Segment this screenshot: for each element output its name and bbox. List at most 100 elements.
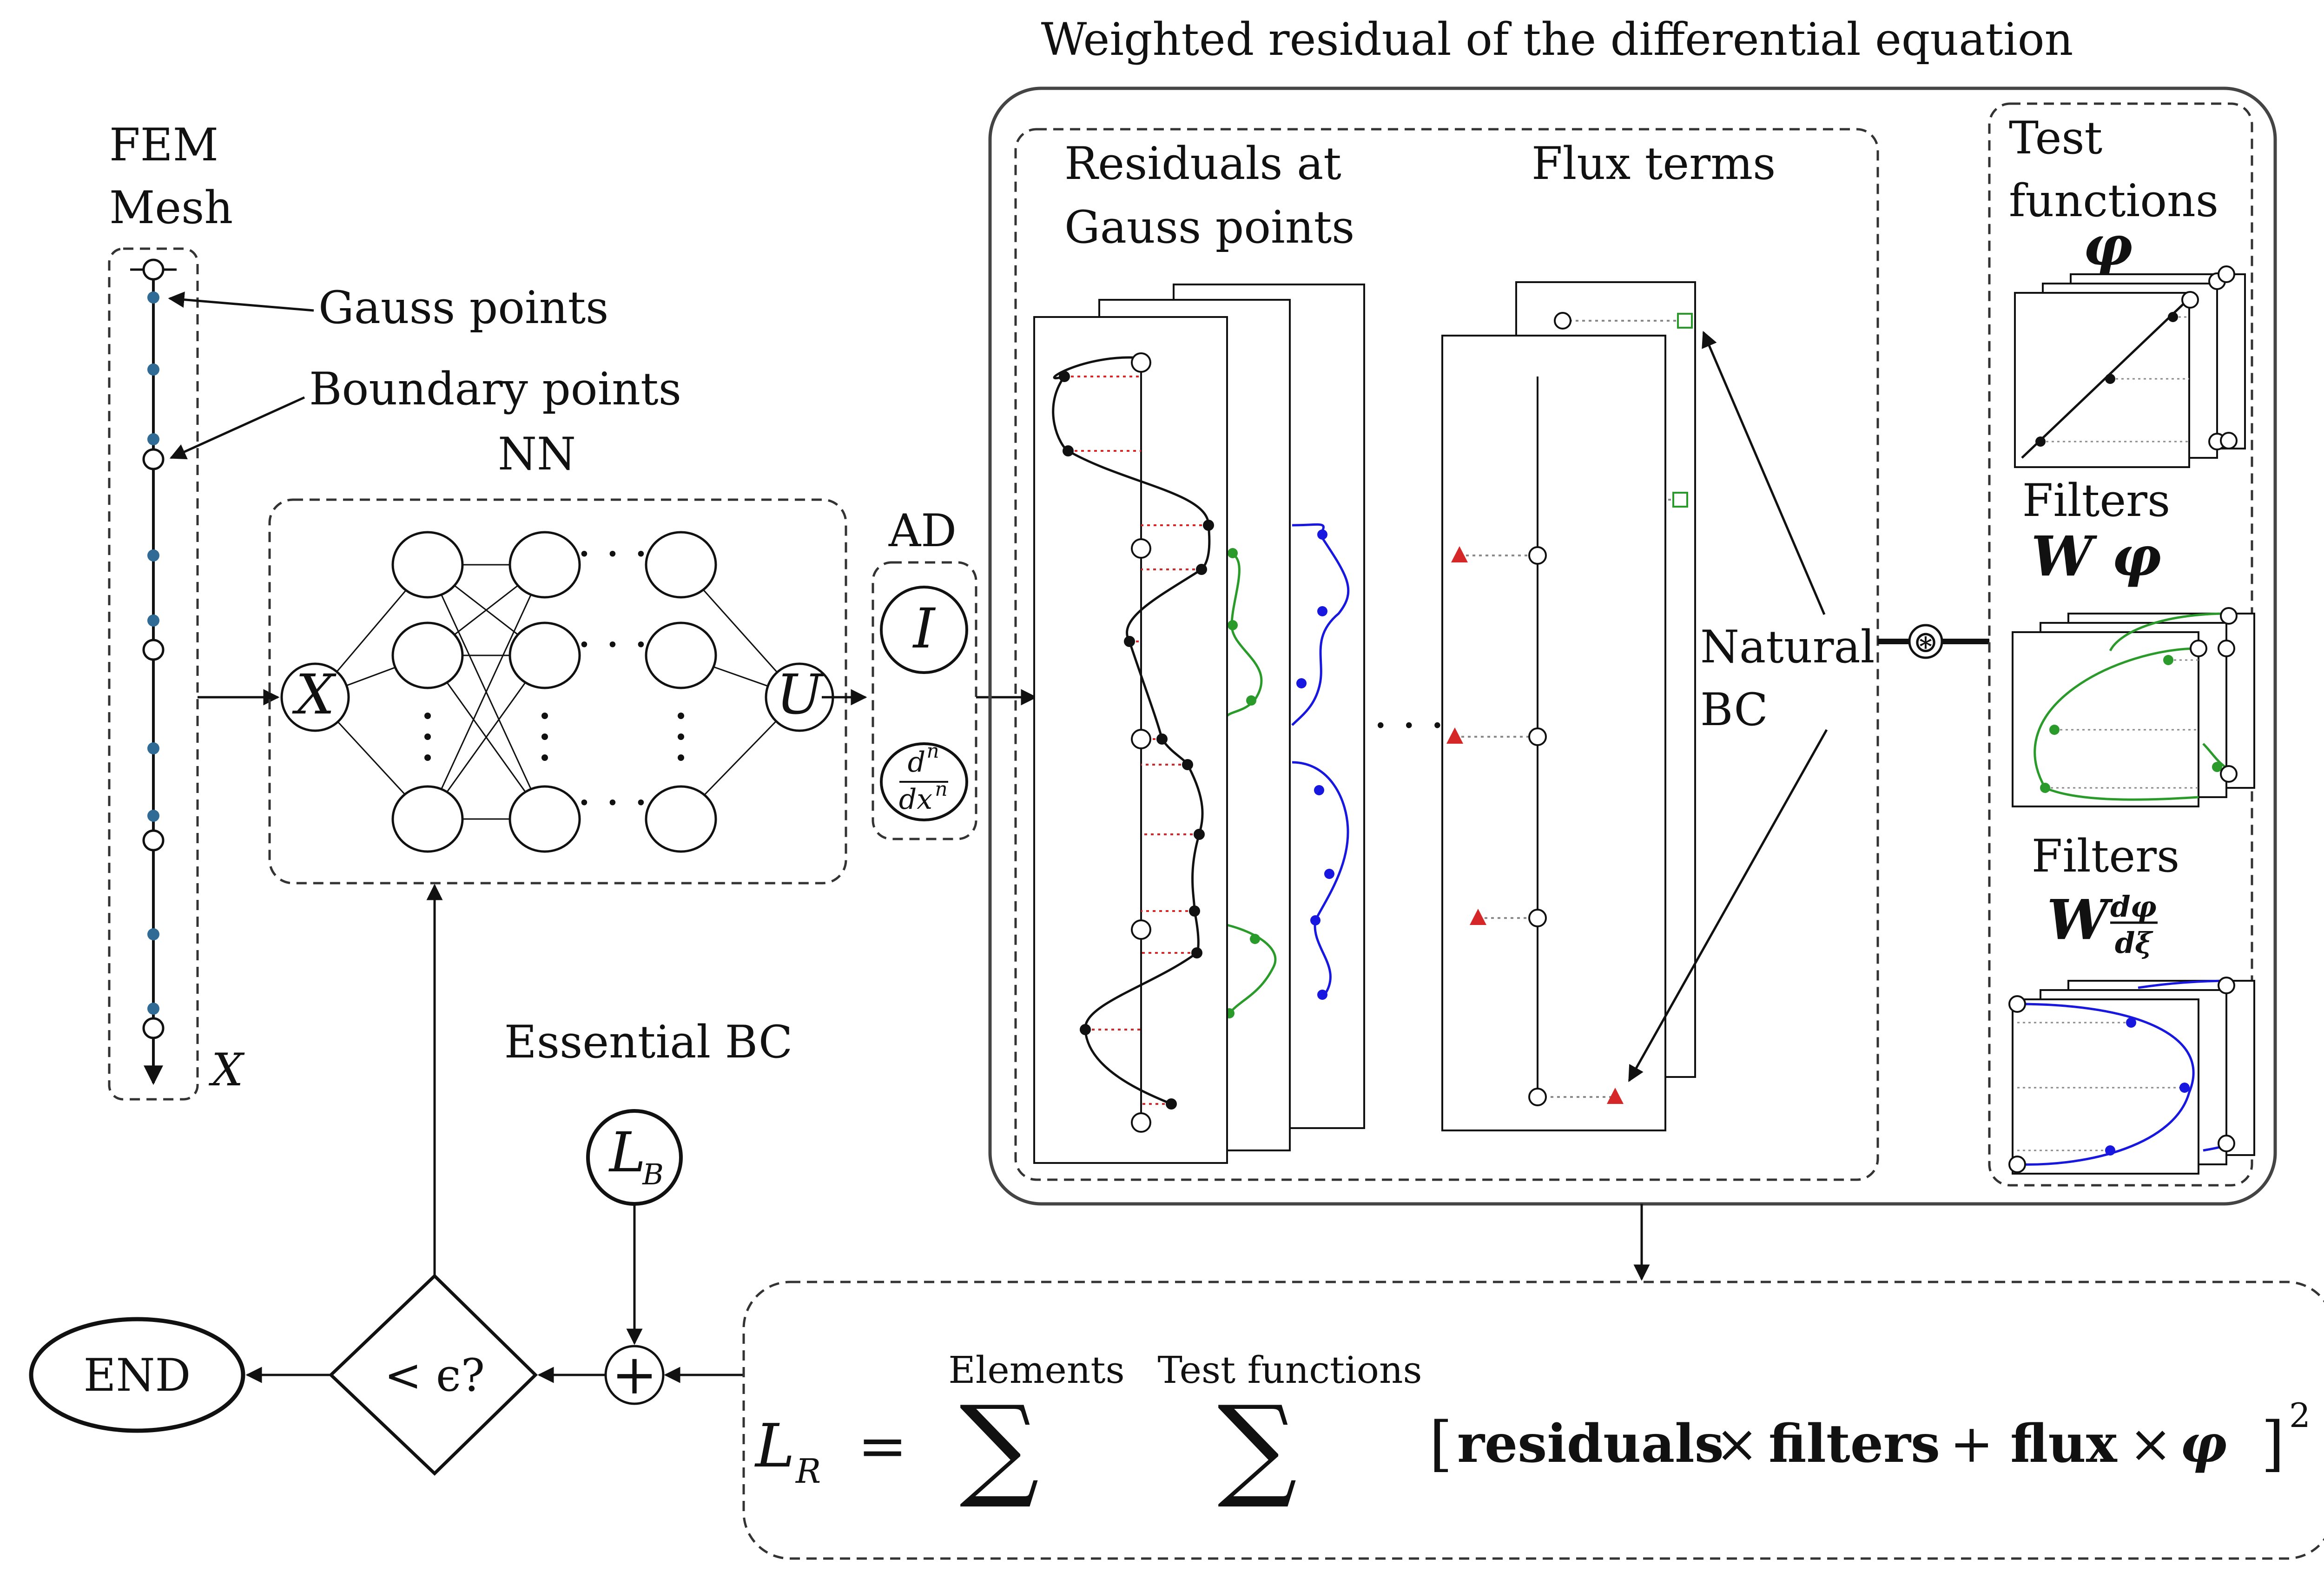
loss-exponent: 2	[2289, 1396, 2311, 1435]
residual-boundary-point	[1131, 729, 1151, 749]
nn-dots-row2: · · ·	[577, 619, 648, 671]
green-gauss-point	[1228, 620, 1238, 630]
residual-gauss-point	[1166, 1098, 1177, 1110]
plot-boundary-node	[2218, 977, 2235, 994]
filters2-frac-den: dξ	[2115, 926, 2153, 960]
green-gauss-point	[1250, 934, 1260, 944]
plot-boundary-node	[2220, 765, 2238, 783]
nn-vertical-dots	[424, 713, 684, 761]
blue-curve-upper	[1291, 523, 1350, 726]
hidden-neuron	[391, 785, 464, 853]
plot-boundary-node	[2218, 265, 2235, 283]
decision-text: < ϵ?	[384, 1349, 485, 1401]
w-phi-gauss-point	[2040, 783, 2050, 793]
loss-term-filters: filters	[1769, 1414, 1940, 1474]
w-phi-curve	[2034, 647, 2199, 801]
green-curve-lower	[1227, 924, 1277, 1014]
loss-term-phi: φ	[2180, 1414, 2227, 1474]
essential-loss-subscript: B	[642, 1157, 664, 1191]
flux-green-square	[1677, 313, 1693, 329]
residual-gauss-point	[1063, 445, 1074, 456]
residual-boundary-point	[1131, 538, 1151, 559]
plot-boundary-node	[2220, 432, 2238, 449]
sum-node-symbol: +	[612, 1342, 658, 1407]
nn-nodes	[280, 531, 834, 853]
nn-dots-row1: · · ·	[577, 528, 648, 580]
loss-lhs: L	[754, 1412, 795, 1481]
nn-vertical-dot	[678, 754, 684, 761]
residual-gauss-point	[1124, 636, 1135, 647]
w-phi-gauss-point	[2212, 762, 2222, 772]
blue-gauss-point	[1317, 990, 1327, 1000]
blue-gauss-point	[1296, 678, 1307, 688]
flux-frame-front	[1441, 335, 1666, 1131]
filters1-label: Filters	[2022, 475, 2171, 527]
derivative-num-exp: n	[926, 740, 939, 762]
derivative-num: d	[908, 746, 925, 779]
mesh-points	[142, 258, 165, 1039]
nn-vertical-dot	[541, 713, 548, 719]
residual-gauss-point	[1156, 733, 1168, 745]
residuals-label-line2: Gauss points	[1064, 201, 1354, 253]
flux-node	[1528, 546, 1547, 565]
residual-gauss-point	[1196, 564, 1207, 575]
gauss-points-label: Gauss points	[318, 282, 608, 334]
input-neuron	[280, 662, 350, 732]
gauss-point	[147, 810, 159, 822]
residual-gauss-point	[1182, 759, 1193, 770]
blue-gauss-point	[1317, 606, 1327, 616]
flux-red-triangle	[1446, 727, 1463, 744]
residual-ellipsis: . . .	[1373, 686, 1445, 738]
loss-times2: ×	[2129, 1414, 2172, 1474]
test-function-phi-plot	[2014, 265, 2246, 468]
flux-red-triangle	[1470, 909, 1486, 925]
filters2-frac-num: dφ	[2110, 890, 2156, 924]
hidden-neuron	[645, 785, 717, 853]
gauss-point	[147, 928, 159, 940]
filters2-label: Filters	[2032, 830, 2180, 882]
fem-mesh: FEM Mesh X Gauss points Boundary points	[108, 119, 681, 1101]
derivative-den-exp: n	[935, 778, 947, 800]
nn-vertical-dot	[541, 733, 548, 740]
convergence-check: < ϵ? END	[29, 1274, 538, 1476]
flux-node	[1528, 909, 1547, 927]
residual-gauss-point	[1059, 371, 1070, 382]
nn-edge	[427, 564, 546, 819]
plot-boundary-node	[2220, 607, 2238, 625]
automatic-differentiation: AD I d n dx n	[872, 505, 1037, 840]
residual-gauss-point	[1191, 947, 1202, 958]
residual-curve	[1052, 356, 1211, 1105]
weighted-residual-panel: Residuals at Gauss points Flux terms . .…	[988, 86, 2277, 1281]
gauss-point	[147, 614, 159, 627]
phi-gauss-point	[2105, 374, 2115, 384]
gauss-point	[147, 291, 159, 304]
residual-boundary-point	[1131, 919, 1151, 940]
plot-frame-front	[2012, 998, 2199, 1175]
plot-boundary-node	[2008, 1156, 2026, 1173]
nn-input-label: X	[292, 662, 337, 727]
w-dphi-curve	[2017, 1003, 2195, 1166]
sum1-label: Elements	[948, 1348, 1124, 1392]
sum1-sigma: ∑	[959, 1381, 1039, 1512]
boundary-points-arrow	[169, 396, 305, 459]
residual-gauss-point	[1194, 829, 1205, 840]
decision-diamond	[328, 1274, 538, 1476]
flux-red-triangle	[1607, 1088, 1624, 1104]
gauss-point	[147, 433, 159, 445]
conv-operator-symbol: ⊛	[1913, 624, 1938, 660]
mesh-box	[108, 247, 199, 1101]
residual-gauss-point	[1203, 520, 1214, 531]
loss-times1: ×	[1715, 1414, 1759, 1474]
nn-vertical-dot	[678, 733, 684, 740]
flux-red-triangle	[1451, 546, 1468, 562]
residual-flux-box	[1014, 128, 1879, 1181]
flux-terms-label: Flux terms	[1532, 138, 1776, 190]
loss-plus: +	[1950, 1414, 1994, 1474]
green-curve-upper	[1226, 552, 1263, 717]
green-gauss-point	[1228, 548, 1238, 558]
plot-boundary-node	[2190, 640, 2207, 657]
boundary-point	[142, 1017, 165, 1039]
loss-lhs-subscript: R	[795, 1452, 821, 1491]
mesh-label-line1: FEM	[109, 119, 218, 171]
